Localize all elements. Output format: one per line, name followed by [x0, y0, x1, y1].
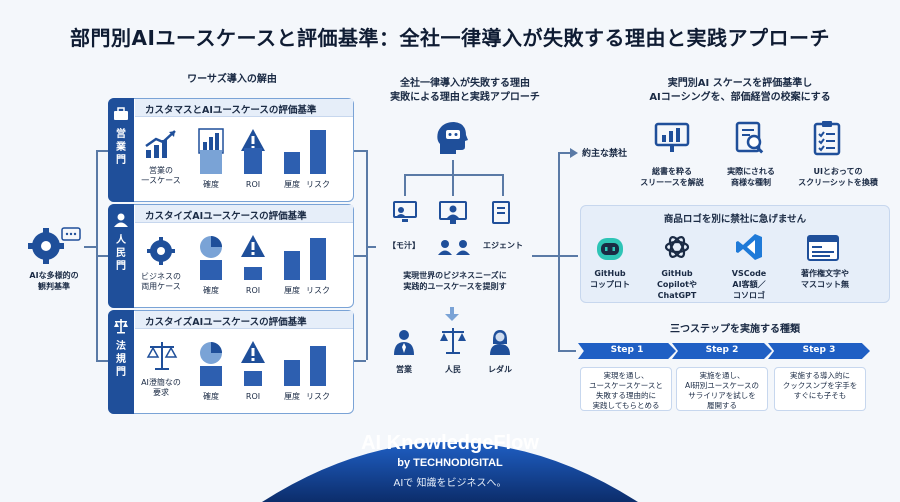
right-header-line1: 実門別AI スケースを評価基準し: [667, 78, 813, 89]
panel-legal-metric-1: 確度: [203, 392, 219, 401]
panel-2-bar-3: [310, 346, 326, 386]
panel-sales-metric-1: 確度: [203, 180, 219, 189]
monitor-user-icon: [439, 201, 467, 224]
gear-head-icon: [147, 237, 175, 265]
panel-0-bar-1: [244, 148, 262, 174]
right-header-line2: AIコーシングを、部価経営の校案にする: [649, 92, 831, 103]
openai-icon: [664, 236, 690, 258]
footer-arc: [262, 442, 638, 502]
scales-icon: [114, 319, 128, 334]
panel-2-bar-0: [200, 366, 222, 386]
presentation-board-icon: [654, 122, 690, 152]
panel-sales-tab-label: 営 業 門: [116, 129, 126, 166]
hub-label: AIな多様的の 観判基準: [29, 271, 79, 291]
gear-head-icon: [28, 227, 81, 264]
panel-people-metric-3: 厘度: [284, 286, 300, 295]
center-header-line2: 実敗による理由と実践アプローチ: [390, 92, 540, 103]
panel-legal-metric-4: リスク: [306, 392, 330, 401]
scales-icon: [146, 342, 178, 370]
panel-0-bar-2: [284, 152, 300, 174]
panel-people-metric-4: リスク: [306, 286, 330, 295]
briefcase-icon: [114, 107, 128, 120]
panel-2-bar-2: [284, 360, 300, 386]
magnifier-icon: [735, 121, 764, 154]
center-bottom-node-3: レダル: [488, 365, 512, 374]
panel-sales-first-label: 営業の 一スケース: [141, 166, 181, 185]
step-2-label: Step 2: [672, 343, 772, 359]
panel-sales-metric-2: ROI: [245, 180, 261, 189]
growth-chart-icon: [145, 130, 176, 158]
panel-legal-tab-label: 法 規 門: [116, 341, 126, 378]
tool-1: GitHub コップロト: [590, 269, 630, 289]
panel-legal-metric-2: ROI: [245, 392, 261, 401]
steps-header: 三つステップを実施する種類: [670, 324, 800, 335]
panel-people-tab-label: 人 民 門: [116, 235, 126, 272]
panel-1-bar-3: [310, 238, 326, 280]
warning-icon: [241, 341, 265, 363]
panel-sales-tab: 営 業 門: [108, 98, 134, 202]
center-caption: 実現世界のビジネスニーズに 実践的ユースケースを提則す: [403, 271, 507, 291]
footer-brand: AI KnowledgeFlow: [361, 432, 539, 454]
center-header-line1: 全社一律導入が失敗する理由: [400, 78, 530, 89]
footer-tagline: AIで 知識をビジネスへ。: [393, 478, 507, 489]
scales-icon: [440, 328, 466, 354]
panel-1-bar-1: [244, 267, 262, 280]
warning-icon: [241, 129, 265, 151]
panel-people-metric-2: ROI: [245, 286, 261, 295]
tool-2: GitHub Copilotや ChatGPT: [657, 269, 697, 300]
center-node-3-label: エジェント: [483, 241, 523, 250]
tip-2: 実際にされる 商様な種制: [727, 167, 775, 187]
warning-icon: [241, 235, 265, 257]
panel-2-bar-1: [244, 371, 262, 386]
tool-3: VSCode AI客額／ コソロゴ: [731, 269, 767, 300]
panel-people-tab: 人 民 門: [108, 204, 134, 308]
panel-legal-title: カスタイズAIユースケースの評価基準: [135, 311, 353, 329]
woman-icon: [490, 330, 510, 355]
tips-label: 約主な禁社: [582, 149, 628, 159]
down-arrow-icon: [445, 307, 459, 321]
tool-header: 商品ロゴを別に禁社に急げません: [663, 214, 807, 225]
panel-people-first-label: ビジネスの 両用ケース: [141, 272, 181, 291]
step-3-label: Step 3: [768, 343, 870, 359]
panel-sales-title: カスタマスとAIユースケースの評価基準: [135, 99, 353, 117]
step-1-text: 実現を通し、 ユースケースケースと 失敗する理由的に 実践してもらとめる: [580, 367, 672, 411]
person-icon: [114, 213, 128, 227]
presenter-icon: [393, 201, 417, 222]
arrow-right-icon: [570, 148, 578, 158]
checklist-icon: [813, 121, 841, 156]
copilot-icon: [597, 238, 623, 260]
tool-4: 著作権文字や マスコット無: [801, 269, 849, 289]
center-bottom-node-1: 営業: [396, 365, 412, 374]
pie-chart-icon: [200, 342, 222, 364]
panel-sales-metric-3: 厘度: [284, 180, 300, 189]
center-node-1-label: 【モ汁】: [388, 241, 420, 250]
businessperson-icon: [394, 330, 414, 355]
tip-1: 総書を粋る スリーースを解説: [640, 167, 704, 187]
footer-by: by TECHNODIGITAL: [397, 457, 503, 469]
panel-1-bar-0: [200, 260, 222, 280]
panel-people-metric-1: 確度: [203, 286, 219, 295]
panel-sales-metric-4: リスク: [306, 180, 330, 189]
document-icon: [807, 235, 839, 261]
panel-people-title: カスタイズAIユースケースの評価基準: [135, 205, 353, 223]
panel-1-bar-2: [284, 251, 300, 280]
tip-3: UIとおっての スクリーシットを換積: [798, 167, 878, 187]
page-title: 部門別AIユースケースと評価基準：全社一律導入が失敗する理由と実践アプローチ: [70, 26, 830, 50]
document-icon: [492, 201, 510, 224]
center-bottom-node-2: 人民: [445, 365, 461, 374]
left-section-header: ワーサズ導入の解由: [187, 74, 277, 85]
pie-chart-icon: [200, 236, 222, 258]
step-3-text: 実施する導入的に クックスンプを字手を すぐにも子そも: [774, 367, 866, 411]
ai-head-icon: [437, 122, 468, 154]
vscode-icon: [736, 234, 762, 260]
panel-legal-tab: 法 規 門: [108, 310, 134, 414]
panel-0-bar-3: [310, 130, 326, 174]
hub-icon-group: [24, 226, 84, 266]
panel-legal-first-label: AI澄簡なの 要求: [141, 378, 181, 397]
step-1-label: Step 1: [578, 343, 676, 359]
panel-0-bar-0: [200, 150, 222, 174]
people-icon: [438, 240, 470, 255]
step-2-text: 実施を通し、 AI研別ユースケースの サライリアを試しを 履開する: [676, 367, 768, 411]
panel-legal-metric-3: 厘度: [284, 392, 300, 401]
